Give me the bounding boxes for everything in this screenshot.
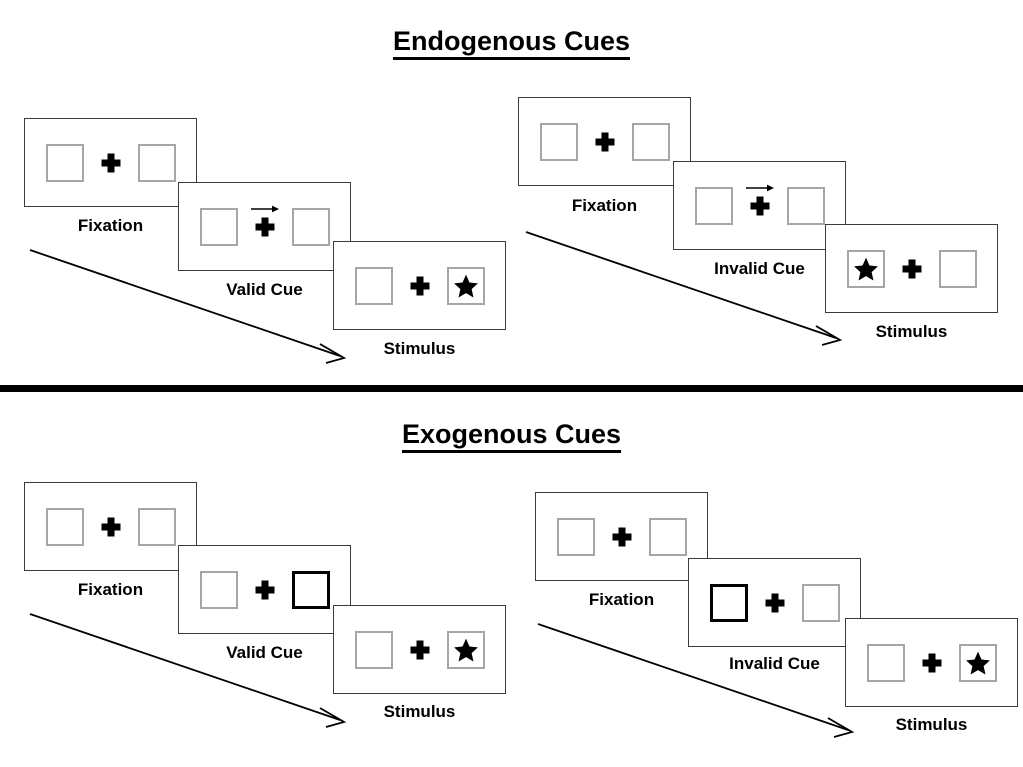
target-box-left: [354, 266, 393, 305]
fixation-cross-icon: [578, 122, 632, 162]
target-box-left: [539, 122, 578, 161]
target-box-right: [938, 249, 977, 288]
caption-endogenous-invalid-stimulus: Stimulus: [875, 322, 948, 341]
fixation-cross-icon: [238, 205, 292, 247]
section-title-exogenous: Exogenous Cues: [0, 419, 1023, 453]
panel-endogenous-invalid-stimulus: [825, 224, 998, 313]
target-box-left: [199, 207, 238, 246]
caption-exogenous-invalid-cue: Invalid Cue: [729, 654, 820, 673]
panel-exogenous-invalid-cue: [688, 558, 861, 647]
fixation-cross-icon: [748, 583, 802, 623]
fixation-cross-icon: [84, 143, 138, 183]
cue-arrow-icon: [745, 184, 774, 191]
panel-endogenous-invalid-fixation: [518, 97, 691, 186]
target-box-left: [199, 570, 238, 609]
caption-endogenous-invalid-fixation: Fixation: [571, 196, 638, 215]
target-box-right: [786, 186, 825, 225]
cue-arrow-icon: [250, 205, 279, 212]
panel-endogenous-valid-stimulus: [333, 241, 506, 330]
target-box-right: [291, 207, 330, 246]
caption-endogenous-valid-cue: Valid Cue: [226, 280, 303, 299]
panel-exogenous-valid-fixation: [24, 482, 197, 571]
fixation-cross-icon: [733, 184, 787, 226]
star-icon: [965, 651, 990, 674]
fixation-cross-icon: [905, 643, 959, 683]
panel-endogenous-valid-fixation: [24, 118, 197, 207]
star-icon: [453, 274, 478, 297]
target-box-right: [648, 517, 687, 556]
section-divider: [0, 385, 1023, 392]
time-arrow-endogenous-invalid: [525, 231, 843, 346]
fixation-cross-icon: [393, 266, 447, 306]
time-arrow-exogenous-valid: [29, 613, 347, 728]
star-icon: [853, 257, 878, 280]
caption-endogenous-valid-stimulus: Stimulus: [383, 339, 456, 358]
caption-exogenous-valid-cue: Valid Cue: [226, 643, 303, 662]
section-title-endogenous-text: Endogenous Cues: [392, 26, 630, 60]
fixation-cross-icon: [238, 570, 292, 610]
time-arrow-endogenous-valid: [29, 249, 347, 364]
caption-exogenous-invalid-fixation: Fixation: [588, 590, 655, 609]
caption-exogenous-valid-fixation: Fixation: [77, 580, 144, 599]
panel-endogenous-invalid-cue: [673, 161, 846, 250]
caption-endogenous-invalid-cue: Invalid Cue: [714, 259, 805, 278]
target-box-right: [137, 507, 176, 546]
target-box-left: [45, 507, 84, 546]
target-box-left: [45, 143, 84, 182]
target-box-right: [446, 630, 485, 669]
fixation-cross-icon: [84, 507, 138, 547]
target-box-right: [631, 122, 670, 161]
caption-exogenous-valid-stimulus: Stimulus: [383, 702, 456, 721]
panel-exogenous-invalid-stimulus: [845, 618, 1018, 707]
panel-exogenous-valid-cue: [178, 545, 351, 634]
target-box-right: [137, 143, 176, 182]
target-box-left: [354, 630, 393, 669]
fixation-cross-icon: [393, 630, 447, 670]
target-box-left: [694, 186, 733, 225]
panel-endogenous-valid-cue: [178, 182, 351, 271]
target-box-right: [958, 643, 997, 682]
star-icon: [453, 638, 478, 661]
fixation-cross-icon: [885, 249, 939, 289]
target-box-right-cued: [291, 570, 330, 609]
target-box-left: [846, 249, 885, 288]
target-box-left: [556, 517, 595, 556]
target-box-left-cued: [709, 583, 748, 622]
section-title-exogenous-text: Exogenous Cues: [401, 419, 622, 453]
panel-exogenous-valid-stimulus: [333, 605, 506, 694]
section-title-endogenous: Endogenous Cues: [0, 26, 1023, 60]
target-box-left: [866, 643, 905, 682]
fixation-cross-icon: [595, 517, 649, 557]
target-box-right: [446, 266, 485, 305]
panel-exogenous-invalid-fixation: [535, 492, 708, 581]
time-arrow-exogenous-invalid: [537, 623, 855, 738]
caption-exogenous-invalid-stimulus: Stimulus: [895, 715, 968, 734]
target-box-right: [801, 583, 840, 622]
caption-endogenous-valid-fixation: Fixation: [77, 216, 144, 235]
